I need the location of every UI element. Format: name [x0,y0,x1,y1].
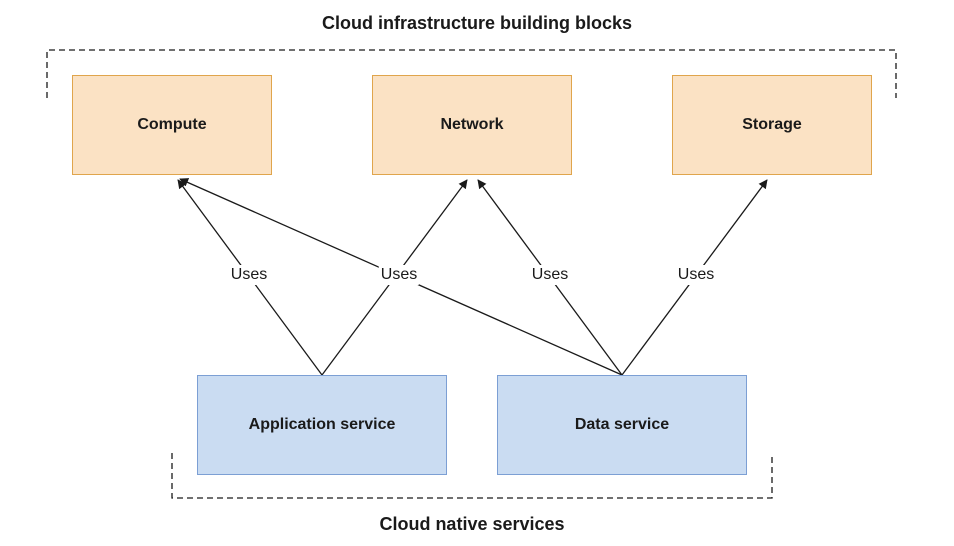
storage-block: Storage [672,75,872,175]
edge-label: Uses [529,265,571,285]
network-block: Network [372,75,572,175]
edge-label: Uses [228,265,270,285]
compute-block: Compute [72,75,272,175]
edge-label: Uses [675,265,717,285]
application-service-block: Application service [197,375,447,475]
native-group-title: Cloud native services [379,514,565,534]
application-service-label: Application service [248,416,396,433]
infrastructure-group-bracket [46,49,897,98]
edge-label: Uses [378,265,420,285]
infrastructure-group-title: Cloud infrastructure building blocks [321,13,633,33]
network-block-label: Network [440,116,504,133]
data-service-label: Data service [574,416,670,433]
native-group-bracket [171,453,773,499]
storage-block-label: Storage [742,116,802,133]
compute-block-label: Compute [137,116,207,133]
data-service-block: Data service [497,375,747,475]
